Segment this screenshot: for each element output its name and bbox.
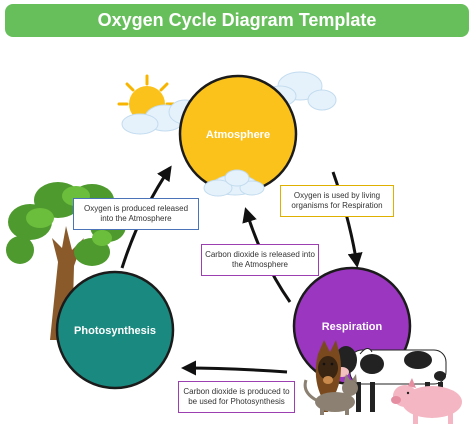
page-title: Oxygen Cycle Diagram Template xyxy=(97,10,377,30)
photosynthesis-label: Photosynthesis xyxy=(74,325,156,337)
annotation-co2-produced-text: Carbon dioxide is produced to be used fo… xyxy=(183,387,290,406)
annotation-co2-released: Carbon dioxide is released into the Atmo… xyxy=(201,244,319,276)
title-banner: Oxygen Cycle Diagram Template xyxy=(5,4,469,37)
arrow-atmosphere-to-respiration xyxy=(331,171,363,268)
arrow-respiration-to-photosynthesis xyxy=(181,360,288,376)
atmosphere-label: Atmosphere xyxy=(206,129,270,141)
annotation-oxygen-used: Oxygen is used by living organisms for R… xyxy=(280,185,394,217)
annotation-co2-released-text: Carbon dioxide is released into the Atmo… xyxy=(205,250,315,269)
annotation-oxygen-released: Oxygen is produced released into the Atm… xyxy=(73,198,199,230)
annotation-oxygen-released-text: Oxygen is produced released into the Atm… xyxy=(83,204,189,223)
annotation-co2-produced: Carbon dioxide is produced to be used fo… xyxy=(178,381,295,413)
cat-icon xyxy=(303,374,358,415)
pig-icon xyxy=(391,378,462,424)
respiration-label: Respiration xyxy=(322,321,383,333)
cloud-icon xyxy=(203,169,265,197)
photosynthesis-node xyxy=(55,270,175,390)
annotation-oxygen-used-text: Oxygen is used by living organisms for R… xyxy=(291,191,383,210)
